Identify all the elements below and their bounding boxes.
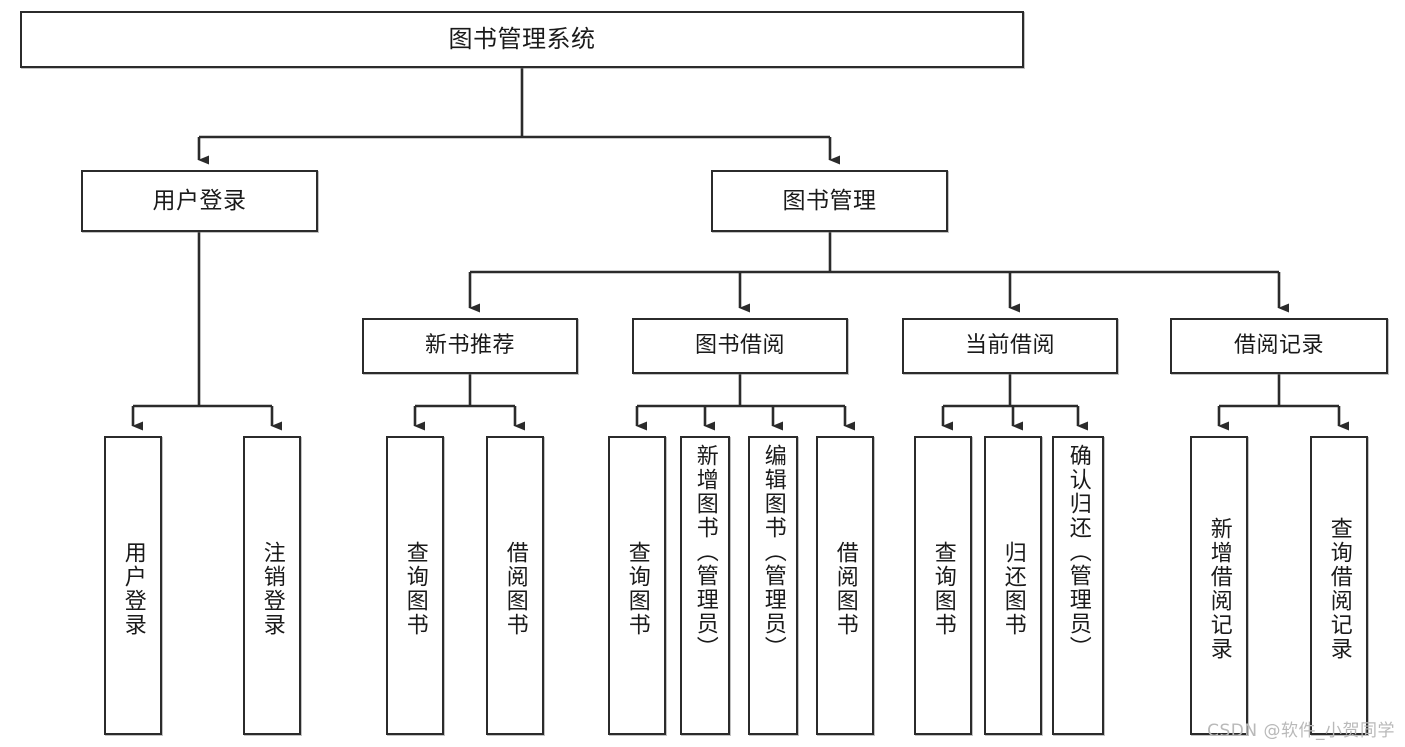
node-book-management-label: 图书管理 <box>782 187 877 214</box>
node-user-login-label: 用户登录 <box>152 187 247 214</box>
node-leaf-current-confirm-return-label: 确认归还（管理员） <box>1065 444 1091 660</box>
node-leaf-record-add-label: 新增借阅记录 <box>1206 516 1232 661</box>
node-leaf-borrow-query[interactable]: 查询图书 <box>608 436 666 735</box>
node-leaf-current-return[interactable]: 归还图书 <box>984 436 1042 735</box>
node-leaf-current-query-label: 查询图书 <box>930 540 956 637</box>
node-leaf-borrow-edit-book-label: 编辑图书（管理员） <box>760 444 786 660</box>
node-book-management[interactable]: 图书管理 <box>711 170 948 232</box>
node-leaf-borrow-book[interactable]: 借阅图书 <box>816 436 874 735</box>
node-book-borrow[interactable]: 图书借阅 <box>632 318 848 374</box>
node-leaf-current-return-label: 归还图书 <box>1000 540 1026 637</box>
node-new-book-recommend-label: 新书推荐 <box>424 333 515 359</box>
node-leaf-record-query-label: 查询借阅记录 <box>1326 516 1352 661</box>
node-leaf-current-query[interactable]: 查询图书 <box>914 436 972 735</box>
node-leaf-borrow-add-book[interactable]: 新增图书（管理员） <box>680 436 730 735</box>
node-leaf-newbook-query[interactable]: 查询图书 <box>386 436 444 735</box>
node-book-borrow-label: 图书借阅 <box>694 333 785 359</box>
node-leaf-current-confirm-return[interactable]: 确认归还（管理员） <box>1052 436 1104 735</box>
node-user-login[interactable]: 用户登录 <box>81 170 318 232</box>
node-borrow-record-label: 借阅记录 <box>1233 333 1324 359</box>
node-root-system-label: 图书管理系统 <box>448 24 596 53</box>
node-leaf-user-logout-label: 注销登录 <box>259 540 285 637</box>
node-current-borrow-label: 当前借阅 <box>964 333 1055 359</box>
node-leaf-newbook-borrow-label: 借阅图书 <box>502 540 528 637</box>
node-leaf-borrow-edit-book[interactable]: 编辑图书（管理员） <box>748 436 798 735</box>
node-leaf-user-logout[interactable]: 注销登录 <box>243 436 301 735</box>
node-leaf-record-query[interactable]: 查询借阅记录 <box>1310 436 1368 735</box>
node-leaf-newbook-borrow[interactable]: 借阅图书 <box>486 436 544 735</box>
node-leaf-newbook-query-label: 查询图书 <box>402 540 428 637</box>
node-leaf-borrow-add-book-label: 新增图书（管理员） <box>692 444 718 660</box>
node-leaf-user-login[interactable]: 用户登录 <box>104 436 162 735</box>
node-leaf-borrow-query-label: 查询图书 <box>624 540 650 637</box>
node-leaf-record-add[interactable]: 新增借阅记录 <box>1190 436 1248 735</box>
node-leaf-user-login-label: 用户登录 <box>120 540 146 637</box>
node-borrow-record[interactable]: 借阅记录 <box>1170 318 1388 374</box>
node-new-book-recommend[interactable]: 新书推荐 <box>362 318 578 374</box>
node-root-system[interactable]: 图书管理系统 <box>20 11 1024 68</box>
node-leaf-borrow-book-label: 借阅图书 <box>832 540 858 637</box>
node-current-borrow[interactable]: 当前借阅 <box>902 318 1118 374</box>
